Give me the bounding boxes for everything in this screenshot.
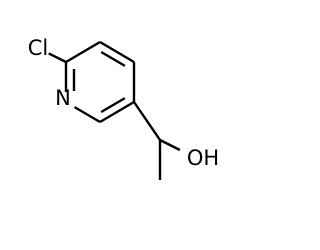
bond-c5-c6	[99, 100, 135, 124]
hydroxyl-label: OH	[187, 146, 219, 170]
bond-c3-c4	[99, 40, 135, 64]
bond-ch-oh	[159, 138, 181, 152]
bond-c2-c3	[65, 40, 101, 64]
bond-c5-ch	[133, 101, 161, 141]
nitrogen-label: N	[55, 86, 71, 110]
bond-c3-c4-inner	[100, 50, 126, 67]
chlorine-label: Cl	[28, 36, 49, 60]
chemical-structure: Cl N OH	[28, 36, 219, 180]
bond-c5-c6-inner	[100, 97, 126, 114]
bond-c6-n	[73, 106, 101, 124]
bond-c2-cl	[48, 52, 67, 64]
